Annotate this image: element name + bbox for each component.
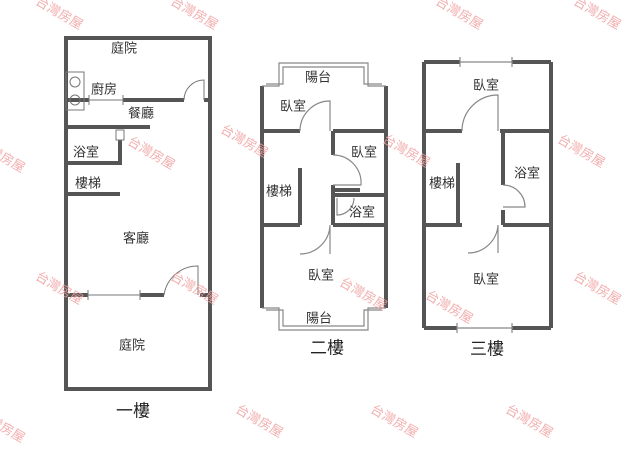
floor3-walls (422, 60, 553, 330)
room-label-bedroom-top: 臥室 (279, 99, 307, 115)
floor-title-2: 二樓 (310, 338, 344, 359)
room-label-stairs: 樓梯 (265, 184, 293, 200)
room-label-bedroom-right: 臥室 (350, 145, 378, 161)
room-label-stairs: 樓梯 (74, 176, 102, 192)
room-label-stairs: 樓梯 (428, 176, 456, 192)
floor3-details (456, 57, 526, 333)
floor1-details (65, 71, 205, 300)
room-label-balcony-bottom: 陽台 (305, 311, 333, 327)
floor-title-3: 三樓 (470, 339, 504, 360)
room-label-bedroom-bottom: 臥室 (307, 268, 335, 284)
floor1-walls (64, 36, 212, 391)
room-label-bedroom-top: 臥室 (472, 78, 500, 94)
room-label-balcony-top: 陽台 (304, 70, 332, 86)
room-label-living: 客廳 (122, 231, 150, 247)
room-label-garden-top: 庭院 (110, 41, 138, 57)
room-label-bath: 浴室 (72, 145, 100, 161)
room-label-bath: 浴室 (348, 205, 376, 221)
floor2-details (262, 62, 386, 331)
floor2-walls (260, 86, 388, 308)
room-label-garden-bottom: 庭院 (118, 338, 146, 354)
room-label-kitchen: 廚房 (90, 82, 118, 98)
room-label-bedroom-bottom: 臥室 (472, 272, 500, 288)
room-label-bath: 浴室 (513, 166, 541, 182)
floor-title-1: 一樓 (116, 401, 150, 422)
room-label-dining: 餐廳 (127, 106, 155, 122)
